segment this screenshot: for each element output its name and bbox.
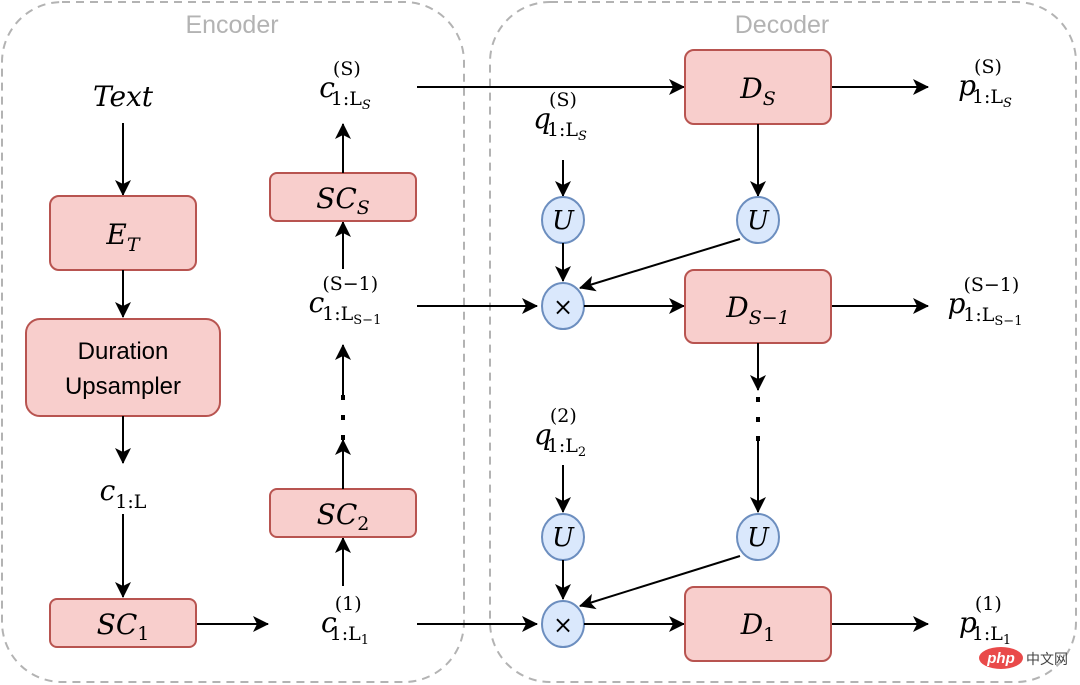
scs-label: SCS [316,182,370,219]
ds1-block[interactable]: DS−1 [684,269,832,344]
duration-upsampler-line2: Upsampler [65,373,181,400]
ds-label: DS [739,72,775,110]
svg-text:U: U [747,206,770,236]
et-label: ET [105,218,140,256]
upsample-node-q2[interactable]: U [541,513,585,561]
c-full-label: c1:L [100,474,147,513]
decoder-ellipsis [756,397,760,441]
p1-label: p(1)1:L1 [959,593,1011,648]
et-block[interactable]: ET [49,195,197,271]
ps-label: p(S)1:LS [958,56,1012,111]
multiply-node-top[interactable]: × [541,282,585,330]
svg-text:×: × [553,293,573,321]
svg-text:U: U [747,523,770,553]
qs-label: q(S)1:LS [533,89,587,144]
upsample-node-ds[interactable]: U [736,196,780,244]
svg-text:U: U [552,523,575,553]
sc2-label: SC2 [317,498,370,535]
ds1-label: DS−1 [725,291,789,329]
watermark-brand: php [986,650,1015,667]
cs1-label: c(S−1)1:LS−1 [309,273,382,328]
c1-label: c(1)1:L1 [321,593,369,648]
d1-block[interactable]: D1 [684,586,832,662]
ds-block[interactable]: DS [684,49,832,125]
d1-label: D1 [740,608,776,646]
encoder-ellipsis [341,395,345,440]
decoder-label: Decoder [735,11,830,39]
watermark-logo [979,647,1023,669]
svg-text:U: U [552,206,575,236]
watermark-text: 中文网 [1026,652,1068,668]
upsample-node-d2[interactable]: U [736,513,780,561]
duration-upsampler-block[interactable]: Duration Upsampler [25,318,221,417]
encoder-group [1,1,465,683]
encoder-label: Encoder [185,11,278,39]
sc2-block[interactable]: SC2 [269,488,417,538]
cs-label: c(S)1:LS [319,58,371,113]
decoder-group [489,1,1077,683]
text-input-label: Text [93,80,154,113]
multiply-node-bottom[interactable]: × [541,600,585,648]
scs-block[interactable]: SCS [269,172,417,222]
sc1-block[interactable]: SC1 [49,598,197,648]
watermark: php 中文网 [979,647,1068,669]
ps1-label: p(S−1)1:LS−1 [948,274,1023,329]
sc1-label: SC1 [97,608,150,645]
arrow-u-d2-to-multiply [579,555,741,610]
upsample-node-qs[interactable]: U [541,196,585,244]
arrow-u-ds-to-multiply [579,238,741,292]
q2-label: q(2)1:L2 [534,405,586,460]
svg-text:×: × [553,611,573,639]
duration-upsampler-line1: Duration [78,338,169,365]
